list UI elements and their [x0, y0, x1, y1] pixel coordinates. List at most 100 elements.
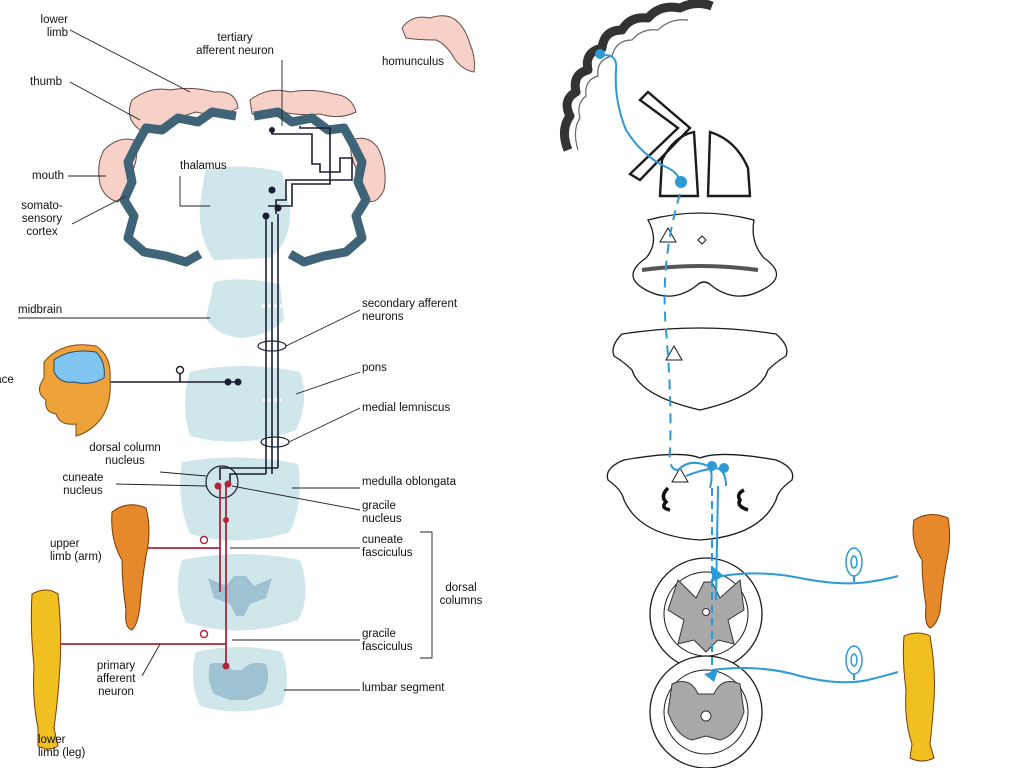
label-thumb: thumb [30, 76, 62, 88]
pathway-nodes [175, 127, 282, 386]
homunculus-illustration [401, 15, 475, 73]
label-secondary-afferent-neurons: secondary afferent neurons [362, 298, 458, 323]
label-upper-limb-arm: upper limb (arm) [50, 538, 102, 563]
spinal-cord-sections [649, 557, 763, 769]
right-leg-muscle-icon [902, 632, 935, 762]
midbrain-shape [206, 279, 284, 338]
leader-thumb [69, 81, 141, 121]
label-somatosensory-cortex: somato- sensory cortex [21, 200, 63, 238]
cuneate-fiber-node [223, 517, 229, 523]
dorsal-columns-bracket [420, 531, 433, 659]
pons-triangle-marker [665, 344, 683, 361]
medulla-shape [180, 457, 300, 541]
thalamic-node-3 [268, 186, 276, 194]
right-cortex-band [253, 107, 371, 267]
brainstem-sections [606, 212, 794, 541]
cervical-entry-fiber [721, 572, 899, 585]
cuneate-neuron-node [719, 463, 729, 473]
label-primary-afferent-neuron: primary afferent neuron [96, 660, 136, 698]
label-thalamus: thalamus [180, 160, 227, 172]
cortex-gyri-outline [560, 0, 714, 152]
gracile-nucleus-node [224, 480, 232, 488]
head-brain-detail [53, 350, 105, 384]
primary-afferent-pathway [58, 484, 227, 668]
dorsal-column-solid [715, 485, 719, 601]
midbrain-triangle-marker [659, 226, 677, 243]
face-illustration [39, 344, 111, 437]
label-face: face [0, 374, 14, 386]
midbrain-section [632, 212, 778, 297]
label-lower-limb: lower limb [40, 14, 68, 39]
right-arm-muscle-icon [912, 514, 951, 629]
receptor-icons [845, 547, 863, 675]
face-ganglion-node [175, 365, 185, 375]
limb-illustrations [30, 504, 150, 750]
leader-lower-limb [69, 29, 191, 93]
right-panel [560, 0, 951, 769]
lemniscus-dashed [663, 193, 681, 471]
leader-dorsal-column-nucleus [159, 471, 207, 477]
label-dorsal-columns: dorsal columns [439, 582, 483, 607]
pons-node-1 [224, 378, 232, 386]
homunculus-figure-icon [401, 15, 475, 73]
leader-primary-afferent [141, 643, 161, 677]
leader-medial-lemniscus [288, 407, 361, 443]
left-cortex-band [119, 107, 237, 267]
label-cuneate-fasciculus: cuneate fasciculus [362, 534, 413, 559]
internal-capsule-shapes [628, 90, 752, 198]
leader-pons [295, 371, 361, 395]
leg-muscle-icon [30, 589, 62, 750]
pons-shape [185, 366, 305, 442]
label-mouth: mouth [32, 170, 64, 182]
cortex-gyri-inner [574, 19, 689, 151]
cortex-node [269, 127, 275, 133]
thalamocortical-fiber [599, 54, 681, 185]
right-limb-illustrations [902, 514, 951, 762]
lumbar-receptor-core [850, 653, 858, 667]
markers [659, 226, 707, 483]
leader-lines [18, 29, 433, 691]
label-medulla-oblongata: medulla oblongata [362, 476, 456, 488]
somatosensory-cortex-band [119, 107, 371, 267]
olive-shapes [661, 486, 749, 512]
right-pathway-nodes [595, 49, 729, 682]
thalamus-left-shape [658, 130, 700, 198]
gracile-neuron-node [707, 461, 717, 471]
midbrain-diamond-marker [697, 235, 707, 245]
thalamic-neuron-node [675, 176, 687, 188]
right-olive-icon [736, 488, 749, 512]
label-dorsal-column-nucleus: dorsal column nucleus [89, 442, 161, 467]
cuneate-nucleus-node [214, 482, 222, 490]
lumbar-grey-matter [208, 662, 269, 700]
lumbar-entry-triangle [704, 670, 718, 682]
label-cuneate-nucleus: cuneate nucleus [62, 472, 104, 497]
thalamic-node-1 [262, 212, 270, 220]
arm-muscle-icon [111, 504, 150, 631]
left-olive-icon [661, 486, 671, 512]
pons-node-2 [234, 378, 242, 386]
label-gracile-nucleus: gracile nucleus [362, 500, 402, 525]
pons-section [612, 327, 788, 411]
label-midbrain: midbrain [18, 304, 63, 316]
lumbar-central-canal [700, 710, 712, 722]
lumbar-entry-node [222, 662, 230, 670]
midbrain-peduncle-stripe [641, 264, 759, 272]
leader-cuneate-nucleus [115, 483, 207, 487]
medulla-section [606, 453, 794, 541]
tertiary-neuron-path [271, 128, 353, 214]
cervical-grey-matter [208, 576, 272, 616]
medulla-decussation-2 [219, 467, 278, 480]
leg-ganglion [199, 629, 209, 639]
leader-somatosensory [71, 195, 127, 225]
lumbar-entry-fiber [711, 667, 899, 684]
thalamus-shape [199, 166, 291, 260]
label-homunculus: homunculus [382, 56, 445, 68]
label-medial-lemniscus: medial lemniscus [362, 402, 451, 414]
tertiary-neuron-path-2 [268, 126, 331, 207]
left-panel [18, 15, 475, 750]
dorsal-column-nucleus-marker [205, 465, 239, 499]
cervical-central-canal [702, 608, 710, 616]
lumbar-cord-inner [663, 669, 749, 755]
arm-ganglion [199, 535, 209, 545]
